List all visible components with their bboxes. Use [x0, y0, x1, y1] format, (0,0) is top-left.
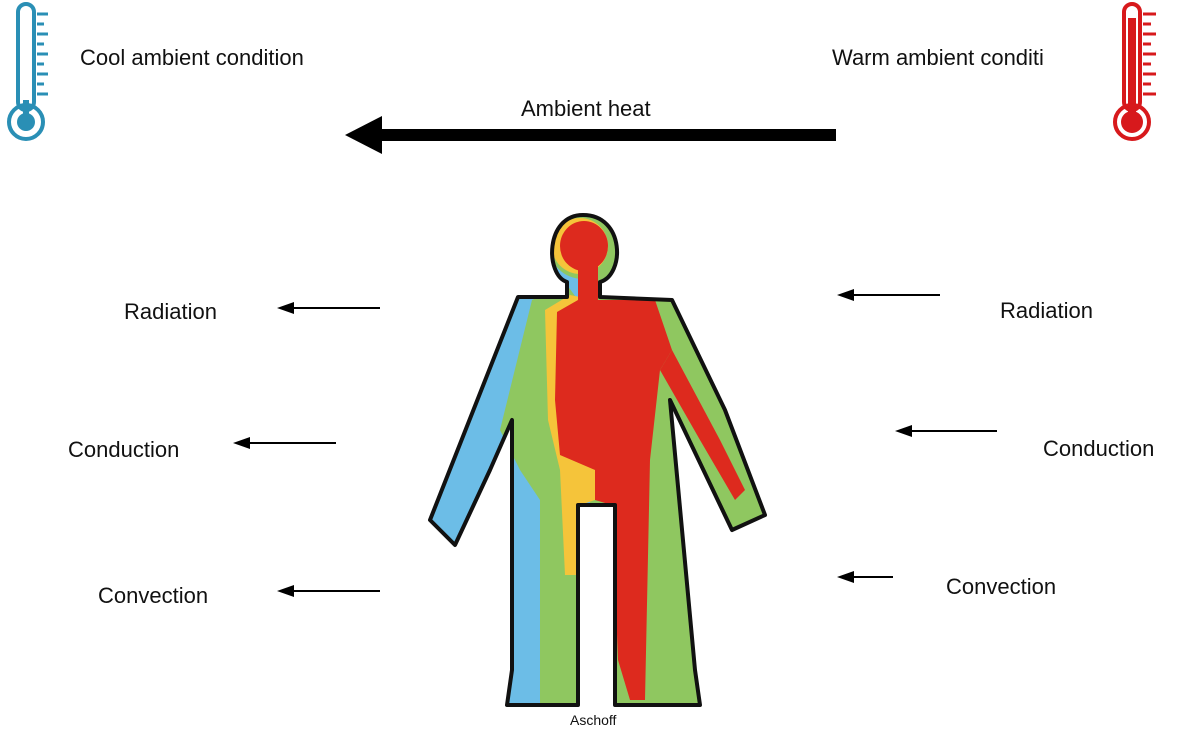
left-radiation-arrow — [277, 302, 380, 314]
thermometer-warm-icon — [1115, 4, 1156, 139]
right-radiation-label: Radiation — [1000, 300, 1093, 322]
right-conduction-arrow — [895, 425, 997, 437]
right-radiation-arrow — [837, 289, 940, 301]
right-convection-arrow — [837, 571, 893, 583]
ambient-heat-arrow — [345, 116, 836, 154]
warm-ambient-label: Warm ambient conditi — [832, 47, 1044, 69]
thermometer-cool-icon — [9, 4, 48, 139]
left-conduction-label: Conduction — [68, 439, 179, 461]
right-convection-label: Convection — [946, 576, 1056, 598]
left-conduction-arrow — [233, 437, 336, 449]
right-conduction-label: Conduction — [1043, 438, 1154, 460]
left-convection-label: Convection — [98, 585, 208, 607]
left-convection-arrow — [277, 585, 380, 597]
credit-label: Aschoff — [570, 712, 616, 728]
left-radiation-label: Radiation — [124, 301, 217, 323]
body-temperature-figure — [420, 200, 790, 720]
cool-ambient-label: Cool ambient condition — [80, 47, 304, 69]
ambient-heat-label: Ambient heat — [521, 98, 651, 120]
